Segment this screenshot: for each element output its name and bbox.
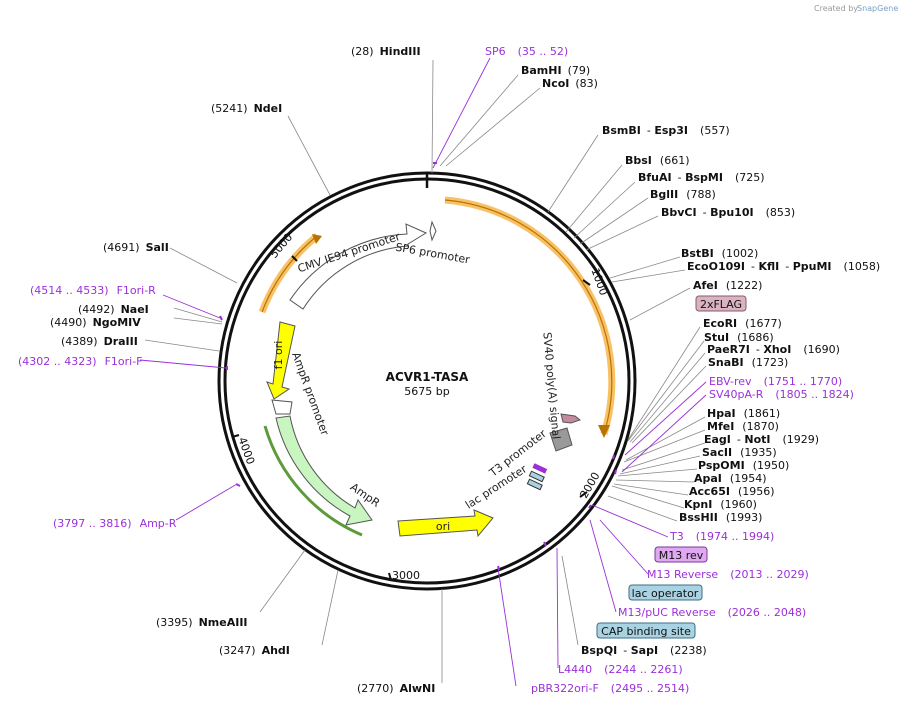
flag-box [695,295,747,312]
enzyme-eagi: EagI- NotI(1929) [704,433,819,446]
ori-arrow [397,509,494,538]
ampr-outer-arc [263,425,363,537]
primer-f1ori-r: (4514 .. 4533)F1ori-R [30,284,156,297]
orf-arc-small-outline [261,235,318,313]
primer-m13-puc-reverse: M13/pUC Reverse(2026 .. 2048) [618,606,806,619]
enzyme-apai: ApaI(1954) [694,472,766,485]
enzyme-bfuai: BfuAI- BspMI(725) [638,171,765,184]
enzyme-mfei: MfeI(1870) [707,420,779,433]
primer-l4440: L4440(2244 .. 2261) [558,663,683,676]
enzyme-ecoo109i: EcoO109I- KflI- PpuMI(1058) [687,260,880,273]
enzyme-bbvci: BbvCI- Bpu10I(853) [661,206,795,219]
enzyme-hindiii: (28)HindIII [351,45,421,58]
enzyme-paer7i: PaeR7I- XhoI(1690) [707,343,840,356]
plasmid-name: ACVR1-TASA [386,370,469,384]
orf-arc-main-outline [444,199,613,435]
m13-rev-label: M13 rev [659,549,704,562]
enzyme-ndei: (5241)NdeI [211,102,282,115]
lac-operator-label: lac operator [632,587,699,600]
ampr-label: AmpR [348,480,383,510]
orf-arc-small-arrow [312,234,322,244]
enzyme-ncoi: NcoI(83) [542,77,598,90]
sv40-polya-box [549,427,573,452]
orf-arc-main [444,196,616,436]
primer-labels: SP6(35 .. 52) EBV-rev(1751 .. 1770) SV40… [18,45,854,695]
primer-t3: T3(1974 .. 1994) [669,530,774,543]
enzyme-bsmbi: BsmBI- Esp3I(557) [602,124,730,137]
ori-label: ori [436,520,450,533]
cmv-promoter-arrow [289,223,428,310]
primer-sp6: SP6(35 .. 52) [485,45,568,58]
enzyme-sali: (4691)SalI [103,241,169,254]
position-ticks [231,255,591,581]
plasmid-size: 5675 bp [404,385,449,398]
primer-lines [139,57,707,687]
enzyme-draiii: (4389)DraIII [61,335,138,348]
primer-sv40pa-r: SV40pA-R(1805 .. 1824) [709,388,854,401]
cap-binding-label-box [596,622,696,639]
lac-operator-label-box [628,584,703,601]
ampr-arrow [275,415,373,526]
enzyme-nmeaiii: (3395)NmeAIII [156,616,248,629]
m13-rev-label-box [654,546,708,563]
cap-binding-label: CAP binding site [601,625,691,638]
enzyme-hpai: HpaI(1861) [707,407,780,420]
enzyme-ngomiv: (4490)NgoMIV [50,316,141,329]
sp6-promoter-arrow [429,220,437,242]
m13-rev-box [532,463,548,474]
tick-label-5000: 5000 [267,231,295,261]
flag-arrow [560,413,582,424]
primer-ebv-rev: EBV-rev(1751 .. 1770) [709,375,842,388]
snapgene-logo: SnapGene [857,4,898,13]
enzyme-ahdi: (3247)AhdI [219,644,290,657]
primer-amp-r: (3797 .. 3816)Amp-R [53,517,177,530]
enzyme-afei: AfeI(1222) [693,279,762,292]
sp6-promoter-label: SP6 promoter [394,241,471,267]
ampr-promoter-label: AmpR promoter [289,351,331,438]
enzyme-ecori: EcoRI(1677) [703,317,782,330]
f1-ori-label: f1 ori [272,341,285,370]
primer-f1ori-f: (4302 .. 4323)F1ori-F [18,355,143,368]
ampr-promoter-arrow [271,399,293,415]
tick-label-3000: 3000 [392,569,420,582]
enzyme-labels: (28)HindIII BamHI(79) NcoI(83) BsmBI- Es… [50,45,880,695]
lac-operator-box [528,470,545,483]
enzyme-bglii: BglII(788) [650,188,716,201]
primer-pbr322ori-f: pBR322ori-F(2495 .. 2514) [531,682,689,695]
flag-label: 2xFLAG [700,298,742,311]
primer-m13-reverse: M13 Reverse(2013 .. 2029) [647,568,809,581]
enzyme-bamhi: BamHI(79) [521,64,590,77]
enzyme-bspqi: BspQI- SapI(2238) [581,644,707,657]
sv40-label: SV40 poly(A) signal [540,332,562,440]
enzyme-kpni: KpnI(1960) [684,498,757,511]
f1-ori-arrow [266,321,296,400]
enzyme-acc65i: Acc65I(1956) [689,485,775,498]
enzyme-naei: (4492)NaeI [78,303,149,316]
enzyme-bsshii: BssHII(1993) [679,511,762,524]
enzyme-pspomi: PspOMI(1950) [698,459,789,472]
enzyme-bbsi: BbsI(661) [625,154,690,167]
enzyme-snabi: SnaBI(1723) [708,356,788,369]
credit-prefix: Created by [814,4,858,13]
enzyme-alwni: (2770)AlwNI [357,682,435,695]
connector-lines [144,59,707,683]
enzyme-sacii: SacII(1935) [702,446,777,459]
primer-ticks [219,162,617,571]
cap-binding-box [526,478,543,491]
orf-arc-main-arrow [598,425,610,438]
boxed-labels: 2xFLAG M13 rev lac operator CAP binding … [596,295,747,639]
enzyme-stui: StuI(1686) [704,331,774,344]
enzyme-bstbi: BstBI(1002) [681,247,758,260]
